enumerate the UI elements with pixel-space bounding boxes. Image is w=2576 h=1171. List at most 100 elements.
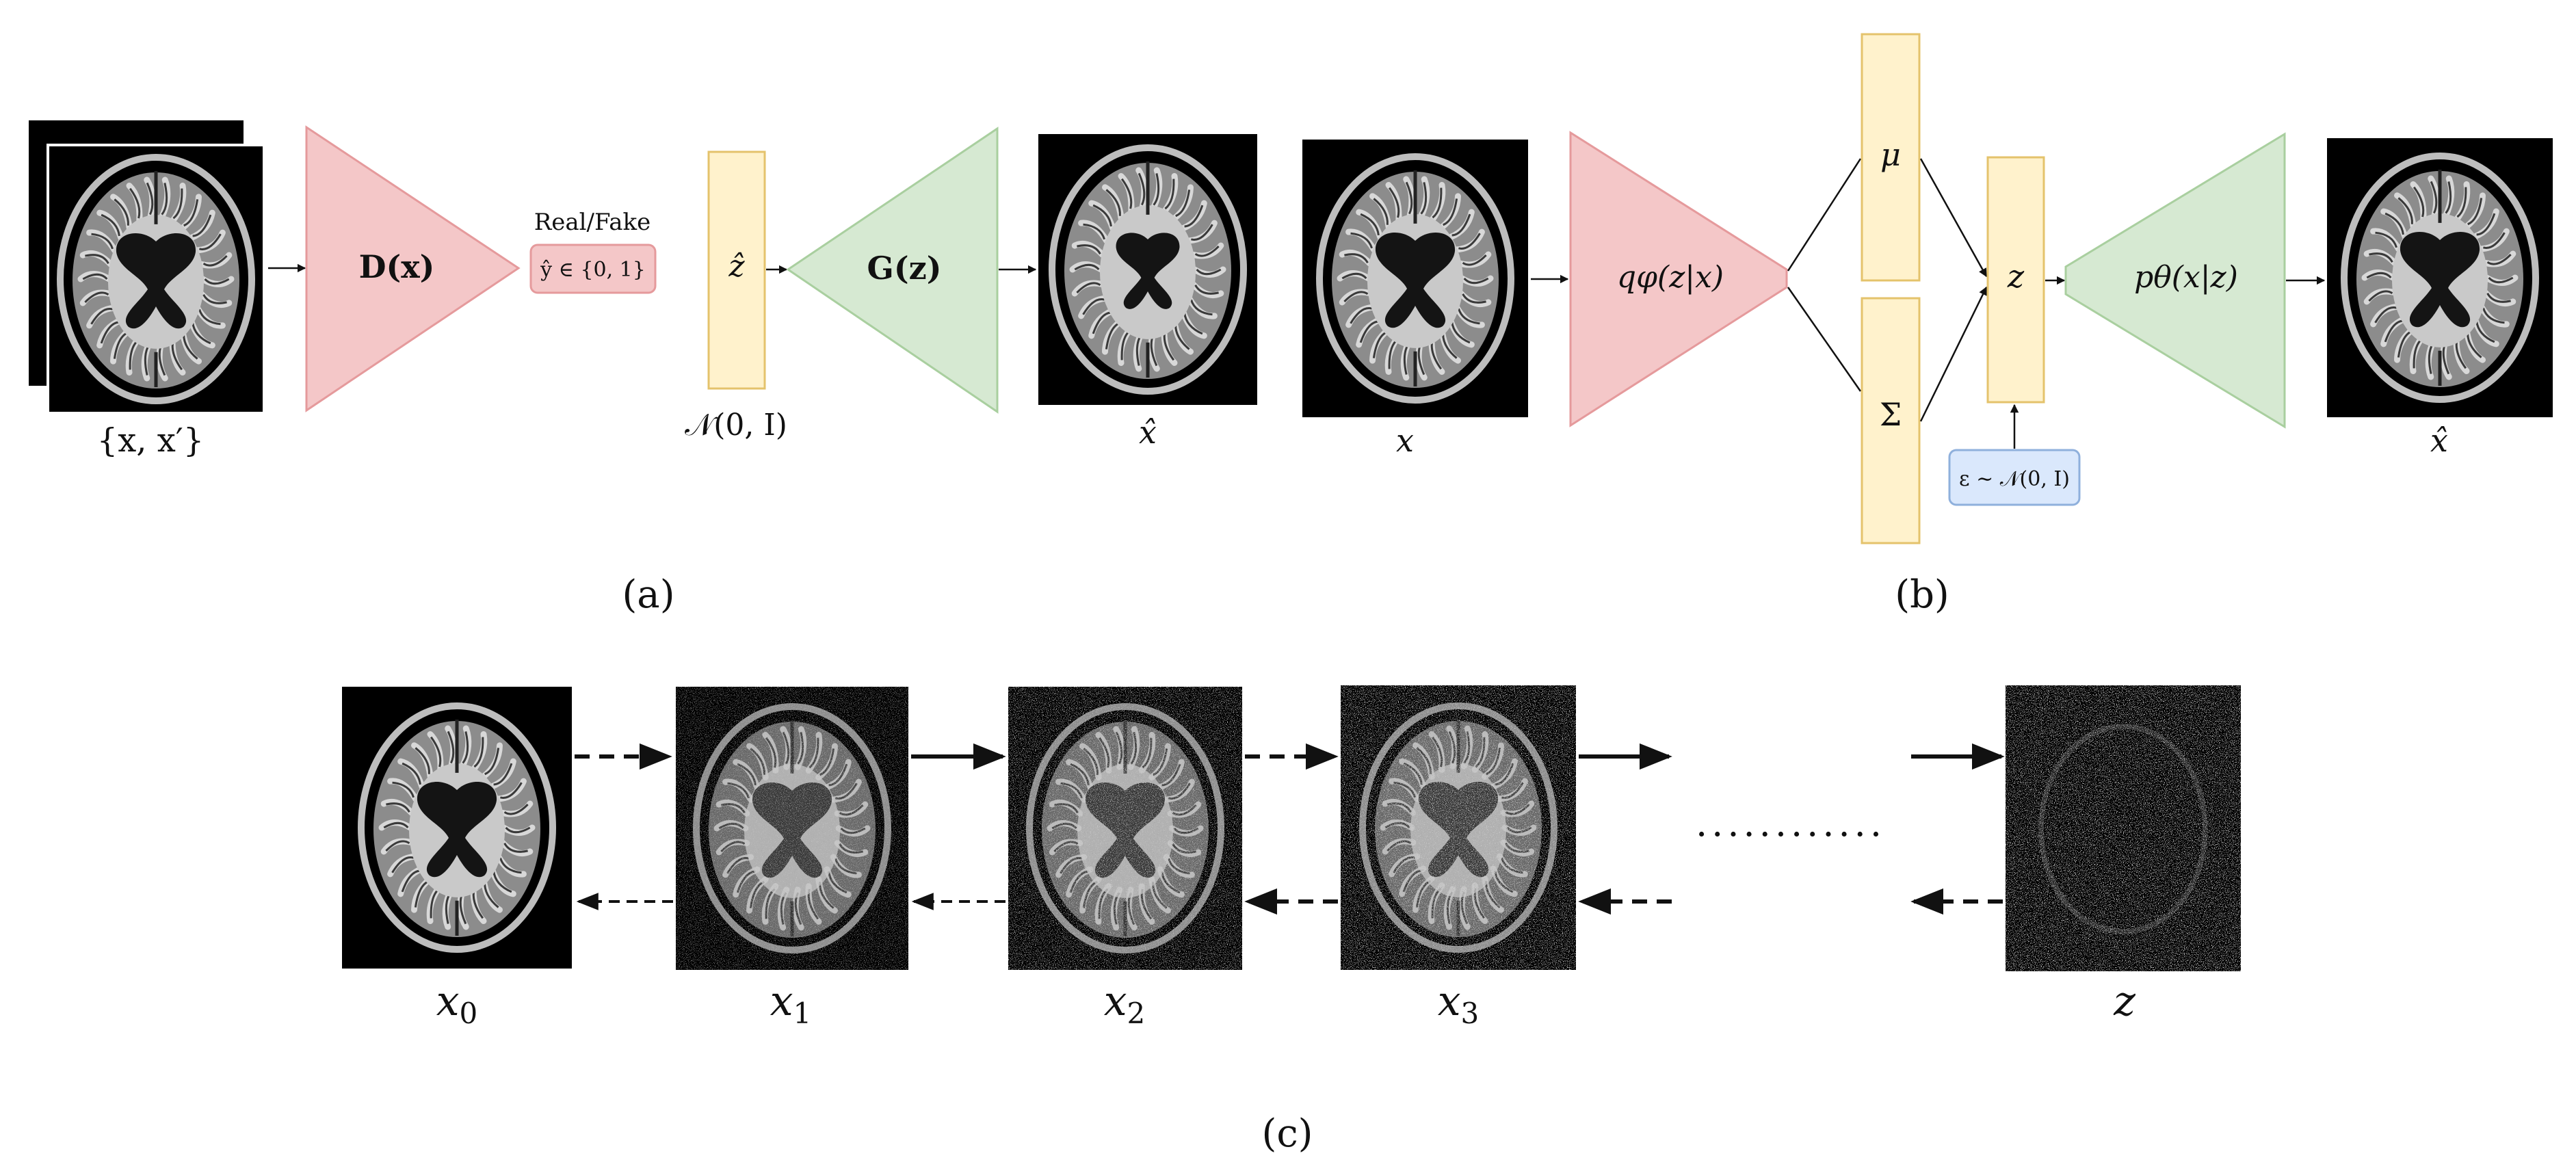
sulcus [172, 188, 183, 220]
step-sub-x2: 2 [1127, 997, 1146, 1030]
sulcus [1076, 282, 1101, 293]
sulcus [401, 869, 421, 893]
sulcus [1463, 277, 1489, 285]
sulcus [492, 870, 512, 893]
sulcus [402, 762, 421, 785]
sulcus [183, 199, 199, 227]
sulcus [1190, 299, 1213, 316]
sulcus [1175, 189, 1191, 218]
sulcus [2430, 181, 2438, 214]
sulcus [385, 840, 410, 852]
step-label-z: z [2113, 977, 2135, 1025]
brain-mri-icon [1302, 140, 1528, 417]
output-label: ŷ ∈ {0, 1} [540, 258, 646, 282]
sulcus [2374, 306, 2397, 324]
skull-outline [358, 702, 556, 953]
sulcus [2467, 198, 2483, 226]
decoder-block: pθ(x|z) [2064, 132, 2286, 429]
sulcus [1462, 254, 1487, 266]
output-box: ŷ ∈ {0, 1} [529, 244, 657, 294]
sulcus [1105, 189, 1121, 216]
sulcus [1194, 284, 1219, 295]
gyri [77, 176, 235, 382]
sulcus [503, 842, 528, 853]
prior-label: 𝒩(0, I) [685, 408, 787, 443]
sulcus [202, 293, 227, 304]
sulcus [2486, 292, 2511, 303]
epsilon-label: ε ∼ 𝒩(0, I) [1959, 467, 2070, 491]
sulcus [1184, 205, 1204, 228]
sulcus [386, 802, 410, 813]
encoder-label: qφ(z|x) [1617, 260, 1724, 295]
brain-mri-icon [342, 687, 572, 969]
skull-outline [1049, 144, 1247, 395]
encoder-block: qφ(z|x) [1569, 131, 1788, 427]
sulcus [85, 254, 109, 265]
sulcus [415, 747, 430, 774]
step-label-x0: x0 [436, 977, 478, 1030]
sulcus [2384, 212, 2404, 235]
sulcus [1451, 213, 1471, 237]
skull-outline [1316, 153, 1514, 404]
sulcus [1360, 213, 1380, 236]
sulcus [90, 308, 114, 325]
sulcus [1183, 312, 1203, 335]
gyri [1337, 176, 1494, 381]
step-sub-x0: 0 [460, 997, 478, 1030]
brain-mri-icon [1038, 134, 1257, 405]
sulcus [1138, 172, 1146, 206]
sulcus [1092, 311, 1112, 334]
sulcus [1388, 187, 1400, 218]
step-sub-x3: 3 [1461, 997, 1480, 1030]
sulcus [1341, 272, 1367, 280]
sulcus [505, 826, 531, 834]
sulcus [499, 857, 522, 874]
sulcus [198, 233, 222, 250]
sulcus [1082, 298, 1105, 315]
ventricles [417, 782, 497, 878]
ventricles [116, 233, 196, 329]
input-label: {x, x′} [97, 421, 205, 460]
sulcus [2445, 181, 2452, 214]
sulcus [484, 748, 500, 776]
sulcus [1462, 293, 1486, 304]
sulcus [2482, 307, 2505, 324]
skull-outline [2341, 153, 2539, 403]
sulcus [1092, 204, 1112, 227]
sulcus [100, 321, 120, 344]
sulcus [2488, 276, 2514, 284]
step-labels: x0 x1 x2 x3 z [436, 977, 2135, 1030]
sulcus [1196, 268, 1222, 276]
sulcus [1074, 263, 1100, 271]
noisy-brain-mri-icon [1341, 685, 1576, 970]
discriminator-block: D(x) [305, 125, 521, 412]
noisy-brain-mri-icon [676, 687, 908, 970]
sulcus [1164, 179, 1175, 210]
z-block: z [1986, 156, 2045, 404]
sulcus [1373, 198, 1389, 225]
ventricles [2400, 232, 2480, 328]
sulcus [192, 214, 212, 237]
sulcus [2369, 252, 2393, 263]
sulcus [1077, 244, 1101, 255]
sulcus [493, 763, 513, 786]
step-sub-x1: 1 [793, 997, 812, 1030]
generated-label: x̂ [1139, 414, 1157, 451]
sulcus [383, 821, 409, 829]
discriminator-label: D(x) [359, 248, 435, 285]
sulcus [2368, 290, 2393, 302]
sulcus [2486, 254, 2512, 265]
sulcus [503, 804, 529, 815]
sulcus [1405, 181, 1413, 215]
sulcus [1420, 182, 1428, 215]
caption-a: (a) [622, 573, 674, 617]
step-label-x3: x3 [1438, 977, 1480, 1030]
real-fake-title: Real/Fake [534, 209, 651, 236]
sigma-block: Σ [1861, 297, 1921, 544]
epsilon-box: ε ∼ 𝒩(0, I) [1948, 449, 2081, 506]
sulcus [430, 736, 442, 767]
sigma-label: Σ [1880, 396, 1902, 433]
sulcus [84, 291, 109, 303]
sulcus [1432, 187, 1443, 219]
